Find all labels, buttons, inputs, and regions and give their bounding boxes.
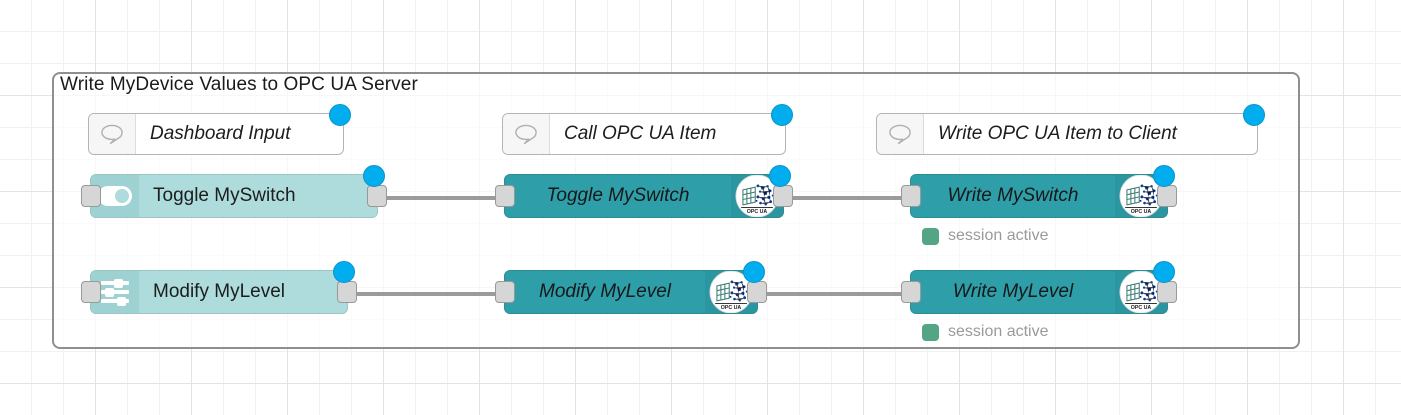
wire-level-opc-to-write[interactable] (757, 292, 911, 296)
node-toggle-myswitch-opcua-item[interactable]: Toggle MySwitch (495, 165, 793, 218)
status-indicator-icon (922, 323, 939, 341)
node-label: Modify MyLevel (539, 281, 671, 302)
node-write-myswitch-opcua-client[interactable]: Write MySwitch (901, 165, 1177, 218)
changed-dot-icon (333, 261, 355, 283)
status-indicator-icon (922, 227, 939, 245)
node-label: Write MyLevel (952, 281, 1074, 302)
input-port[interactable] (901, 281, 921, 303)
node-write-mylevel-opcua-client[interactable]: Write MyLevel (901, 261, 1177, 314)
input-port[interactable] (81, 185, 101, 207)
comment-label: Call OPC UA Item (564, 123, 717, 144)
changed-dot-icon (1153, 165, 1175, 187)
wire-toggle-dash-to-opc[interactable] (378, 196, 504, 200)
changed-dot-icon (363, 165, 385, 187)
input-port[interactable] (495, 185, 515, 207)
changed-dot-icon (769, 165, 791, 187)
output-port[interactable] (1157, 185, 1177, 207)
toggle-icon (91, 175, 139, 217)
node-modify-mylevel-dashboard[interactable]: Modify MyLevel (81, 261, 357, 314)
node-toggle-myswitch-dashboard[interactable]: Toggle MySwitch (81, 165, 387, 218)
comment-icon (89, 114, 136, 154)
wire-toggle-opc-to-write[interactable] (783, 196, 911, 200)
node-label: Write MySwitch (947, 185, 1079, 206)
node-modify-mylevel-opcua-item[interactable]: Modify MyLevel (495, 261, 767, 314)
status-label: session active (948, 227, 1049, 244)
comment-node-dashboard-input[interactable]: Dashboard Input (88, 104, 351, 155)
comment-icon (503, 114, 550, 154)
output-port[interactable] (367, 185, 387, 207)
comment-node-call-opc-ua-item[interactable]: Call OPC UA Item (502, 104, 793, 155)
changed-dot-icon (771, 104, 793, 126)
slider-icon (91, 271, 139, 313)
output-port[interactable] (747, 281, 767, 303)
changed-dot-icon (743, 261, 765, 283)
changed-dot-icon (1243, 104, 1265, 126)
comment-node-write-opc-ua-item-to-client[interactable]: Write OPC UA Item to Client (876, 104, 1265, 155)
input-port[interactable] (81, 281, 101, 303)
node-label: Toggle MySwitch (153, 185, 296, 206)
node-label: Modify MyLevel (153, 281, 285, 302)
changed-dot-icon (329, 104, 351, 126)
output-port[interactable] (1157, 281, 1177, 303)
comment-label: Write OPC UA Item to Client (938, 123, 1177, 144)
status-badge-write-mylevel: session active (922, 323, 1049, 341)
comment-label: Dashboard Input (150, 123, 291, 144)
input-port[interactable] (495, 281, 515, 303)
wire-level-dash-to-opc[interactable] (348, 292, 504, 296)
status-label: session active (948, 323, 1049, 340)
changed-dot-icon (1153, 261, 1175, 283)
output-port[interactable] (337, 281, 357, 303)
group-title: Write MyDevice Values to OPC UA Server (60, 74, 418, 95)
status-badge-write-myswitch: session active (922, 227, 1049, 245)
node-label: Toggle MySwitch (546, 185, 690, 206)
output-port[interactable] (773, 185, 793, 207)
input-port[interactable] (901, 185, 921, 207)
comment-icon (877, 114, 924, 154)
